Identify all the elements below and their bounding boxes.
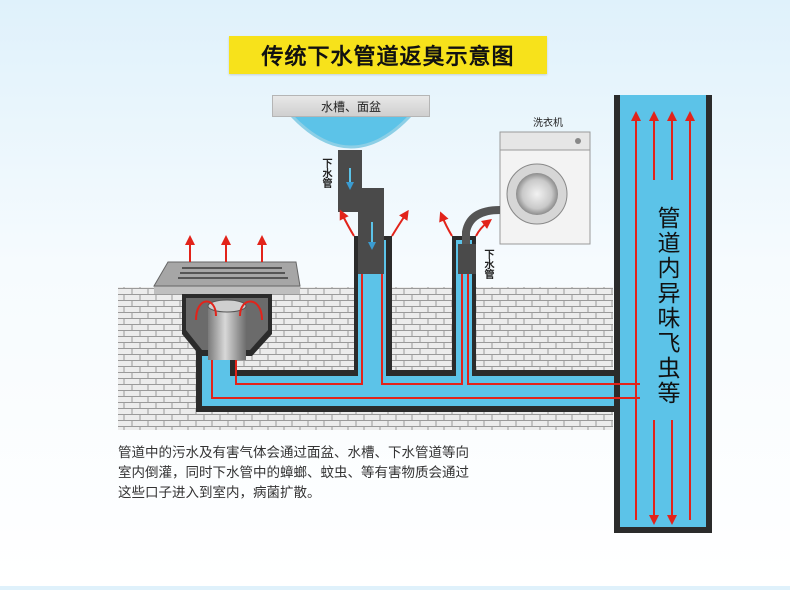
- washer-drain-hose: [458, 206, 501, 274]
- odor-flow-lines: [211, 250, 640, 399]
- description-line-2: 室内倒灌，同时下水管中的蟑螂、蚊虫、等有害物质会通过: [118, 465, 469, 481]
- vertical-stack-pipe: [614, 95, 712, 533]
- washer-odor-arrows: [439, 211, 492, 237]
- description-line-1: 管道中的污水及有害气体会通过面盆、水槽、下水管道等向: [118, 445, 469, 461]
- floor-drain: [153, 261, 301, 360]
- sink-drain-pipe: [338, 150, 384, 274]
- horizontal-drain-pipe: [196, 236, 620, 412]
- description-text: 管道中的污水及有害气体会通过面盆、水槽、下水管道等向 室内倒灌，同时下水管中的蟑…: [118, 443, 548, 503]
- washing-machine-label: 洗衣机: [533, 118, 563, 129]
- floor-drain-odor-arrows: [185, 235, 267, 262]
- drain-pipe-label-2: 下水管: [482, 249, 493, 279]
- drain-pipe-label-1: 下水管: [320, 158, 331, 188]
- stack-pipe-label: 管道内异味飞虫等: [653, 206, 679, 406]
- sink-odor-arrows: [339, 209, 409, 237]
- washing-machine: [499, 131, 591, 245]
- stack-odor-arrows: [631, 111, 695, 525]
- sink-label: 水槽、面盆: [272, 95, 430, 117]
- description-line-3: 这些口子进入到室内，病菌扩散。: [118, 485, 321, 501]
- diagram-title: 传统下水管道返臭示意图: [229, 36, 547, 74]
